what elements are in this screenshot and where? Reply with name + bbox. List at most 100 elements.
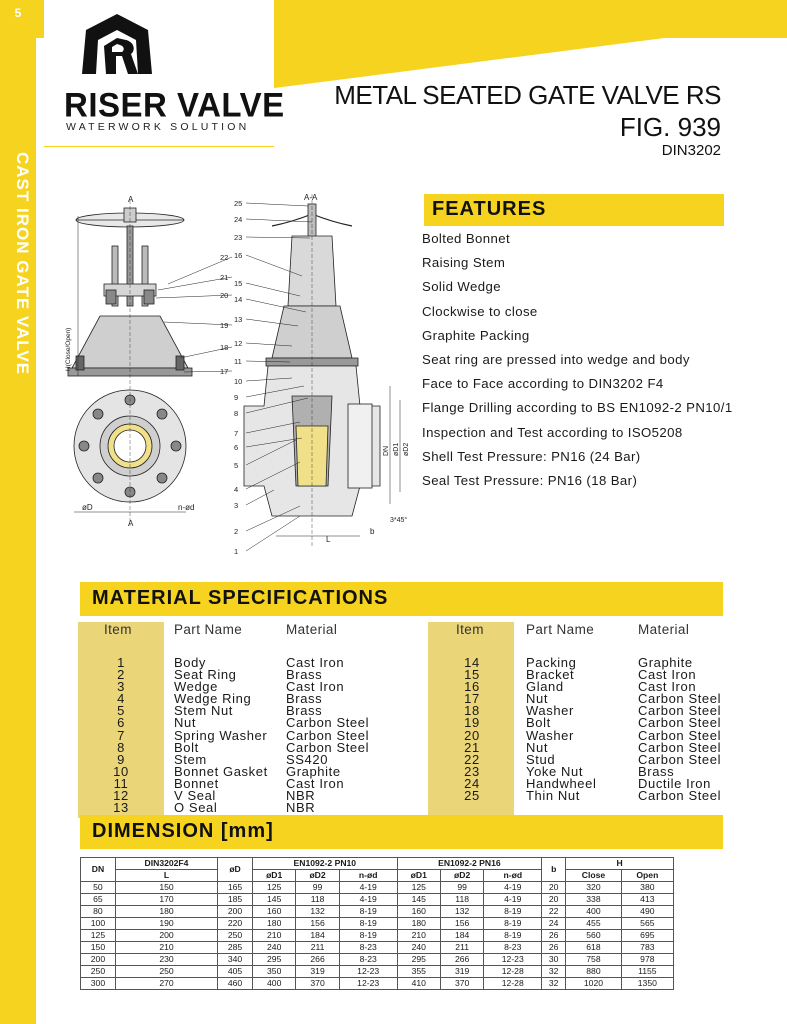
table-cell: 165 xyxy=(217,881,253,894)
callout-15: 15 xyxy=(234,279,242,288)
table-cell: 12-28 xyxy=(483,977,543,990)
table-cell: 26 xyxy=(541,929,567,942)
material-name: SS420 xyxy=(286,751,329,767)
col-face: DIN3202F4 xyxy=(114,857,219,870)
material-name: Cast Iron xyxy=(638,679,697,695)
b-label: b xyxy=(370,527,375,536)
sub-d2-pn16: øD2 xyxy=(439,869,485,882)
sub-d2-pn10: øD2 xyxy=(295,869,340,882)
table-cell: 340 xyxy=(217,953,253,966)
callout-23: 23 xyxy=(234,233,242,242)
dimension-table: DN DIN3202F4 øD EN1092-2 PN10 EN1092-2 P… xyxy=(80,857,675,990)
col-pn10: EN1092-2 PN10 xyxy=(252,857,398,870)
table-cell: 100 xyxy=(80,917,116,930)
material-name: Carbon Steel xyxy=(638,739,722,755)
table-cell: 370 xyxy=(295,977,340,990)
material-item-number: 3 xyxy=(117,679,125,695)
table-cell: 4-19 xyxy=(338,893,398,906)
table-cell: 160 xyxy=(396,905,441,918)
table-cell: 695 xyxy=(620,929,675,942)
table-cell: 300 xyxy=(80,977,116,990)
table-cell: 319 xyxy=(295,965,340,978)
material-item-number: 22 xyxy=(464,751,480,767)
material-item-number: 4 xyxy=(117,691,125,707)
material-name: NBR xyxy=(286,800,316,816)
mat-header-part-right: Part Name xyxy=(526,622,595,637)
figure-number: FIG. 939 xyxy=(619,112,721,142)
table-cell: 184 xyxy=(295,929,340,942)
table-cell: 320 xyxy=(565,881,622,894)
col-h: H xyxy=(565,857,674,870)
table-cell: 319 xyxy=(439,965,485,978)
table-cell: 32 xyxy=(541,977,567,990)
table-cell: 132 xyxy=(295,905,340,918)
bolt-holes-label: n-ød xyxy=(178,503,194,512)
mat-header-item-right: Item xyxy=(456,622,484,637)
table-cell: 8-19 xyxy=(338,929,398,942)
table-cell: 12-23 xyxy=(483,953,543,966)
table-cell: 8-23 xyxy=(483,941,543,954)
table-cell: 80 xyxy=(80,905,116,918)
page-number: 5 xyxy=(14,6,22,20)
table-cell: 210 xyxy=(396,929,441,942)
features-heading: FEATURES xyxy=(432,198,547,220)
table-cell: 184 xyxy=(439,929,485,942)
material-part-name: Bolt xyxy=(174,739,199,755)
callout-18: 18 xyxy=(220,343,228,352)
chamfer-label: 3*45° xyxy=(390,516,407,524)
length-label: L xyxy=(326,535,331,544)
table-cell: 230 xyxy=(114,953,219,966)
mat-header-item-left: Item xyxy=(104,622,132,637)
table-cell: 350 xyxy=(251,965,297,978)
table-cell: 490 xyxy=(620,905,675,918)
material-part-name: Nut xyxy=(526,691,549,707)
material-part-name: Stem Nut xyxy=(174,703,233,719)
material-name: Cast Iron xyxy=(286,679,345,695)
material-part-name: Wedge Ring xyxy=(174,691,252,707)
table-cell: 8-23 xyxy=(338,941,398,954)
table-cell: 50 xyxy=(80,881,116,894)
material-part-name: Bonnet xyxy=(174,775,219,791)
material-part-name: Thin Nut xyxy=(526,788,580,804)
material-part-name: Bonnet Gasket xyxy=(174,763,268,779)
material-part-name: Washer xyxy=(526,727,574,743)
feature-item: Solid Wedge xyxy=(422,279,501,295)
table-cell: 145 xyxy=(251,893,297,906)
material-part-name: Yoke Nut xyxy=(526,763,584,779)
callout-7: 7 xyxy=(234,429,238,438)
table-cell: 145 xyxy=(396,893,441,906)
table-cell: 156 xyxy=(295,917,340,930)
material-name: Ductile Iron xyxy=(638,775,711,791)
feature-item: Shell Test Pressure: PN16 (24 Bar) xyxy=(422,448,641,464)
table-cell: 410 xyxy=(396,977,441,990)
material-name: Carbon Steel xyxy=(638,788,722,804)
product-title: METAL SEATED GATE VALVE RS xyxy=(334,80,721,110)
brand-tagline: WATERWORK SOLUTION xyxy=(66,121,250,133)
feature-item: Raising Stem xyxy=(422,255,506,271)
table-cell: 210 xyxy=(251,929,297,942)
table-cell: 125 xyxy=(396,881,441,894)
table-cell: 125 xyxy=(80,929,116,942)
feature-item: Seat ring are pressed into wedge and bod… xyxy=(422,351,690,367)
table-cell: 1350 xyxy=(620,977,675,990)
table-cell: 4-19 xyxy=(483,881,543,894)
callout-10: 10 xyxy=(234,377,242,386)
material-part-name: Seat Ring xyxy=(174,667,237,683)
feature-item: Flange Drilling according to BS EN1092-2… xyxy=(422,400,733,416)
table-cell: 380 xyxy=(620,881,675,894)
material-name: NBR xyxy=(286,788,316,804)
material-item-number: 20 xyxy=(464,727,480,743)
material-item-number: 5 xyxy=(117,703,125,719)
material-part-name: O Seal xyxy=(174,800,218,816)
table-cell: 1020 xyxy=(565,977,622,990)
material-item-number: 6 xyxy=(117,715,125,731)
material-name: Carbon Steel xyxy=(638,703,722,719)
table-cell: 200 xyxy=(217,905,253,918)
table-cell: 8-19 xyxy=(483,917,543,930)
table-cell: 250 xyxy=(114,965,219,978)
material-part-name: Handwheel xyxy=(526,775,597,791)
